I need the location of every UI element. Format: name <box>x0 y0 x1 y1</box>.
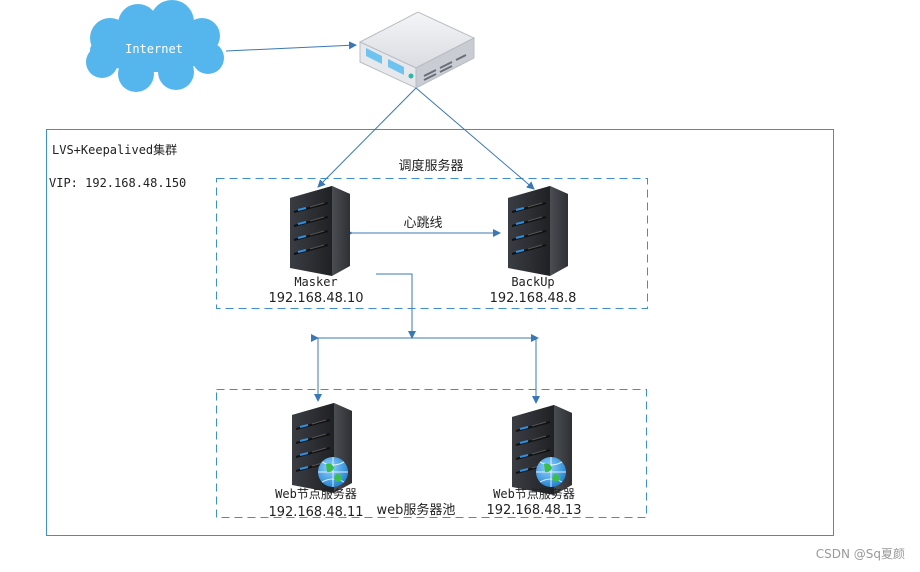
backup-ip: 192.168.48.8 <box>490 291 577 306</box>
vip-label: VIP: 192.168.48.150 <box>49 176 186 190</box>
master-name: Masker <box>294 275 337 289</box>
internet-label: Internet <box>125 42 183 56</box>
master-to-web-bus-arrow <box>376 273 416 339</box>
router-to-backup-arrow <box>415 87 535 190</box>
backup-name: BackUp <box>511 275 554 289</box>
master-server-icon <box>289 185 351 277</box>
internet-to-router-arrow <box>225 41 357 52</box>
router-icon <box>358 11 476 89</box>
watermark: CSDN @Sq夏颜 <box>816 546 905 561</box>
router-to-master-arrow <box>317 87 417 188</box>
web-group-box <box>216 389 647 518</box>
web-node-2-ip: 192.168.48.13 <box>486 503 581 518</box>
scheduler-group-label: 调度服务器 <box>398 158 463 174</box>
web-node-2-globe-icon <box>536 457 566 487</box>
heartbeat-label: 心跳线 <box>403 216 442 231</box>
scheduler-group-box <box>216 178 648 309</box>
backup-server-icon <box>507 185 569 277</box>
web-node-1-ip: 192.168.48.11 <box>268 505 363 520</box>
cluster-title: LVS+Keepalived集群 <box>52 142 177 157</box>
web-group-label: web服务器池 <box>377 502 456 518</box>
web-node-1-name: Web节点服务器 <box>275 486 357 501</box>
master-ip: 192.168.48.10 <box>268 291 363 306</box>
connection-lines <box>225 41 540 404</box>
cluster-box <box>46 129 834 536</box>
web-node-2-name: Web节点服务器 <box>493 486 575 501</box>
web-node-1-globe-icon <box>318 457 348 487</box>
internet-cloud-icon: Internet <box>86 0 224 92</box>
